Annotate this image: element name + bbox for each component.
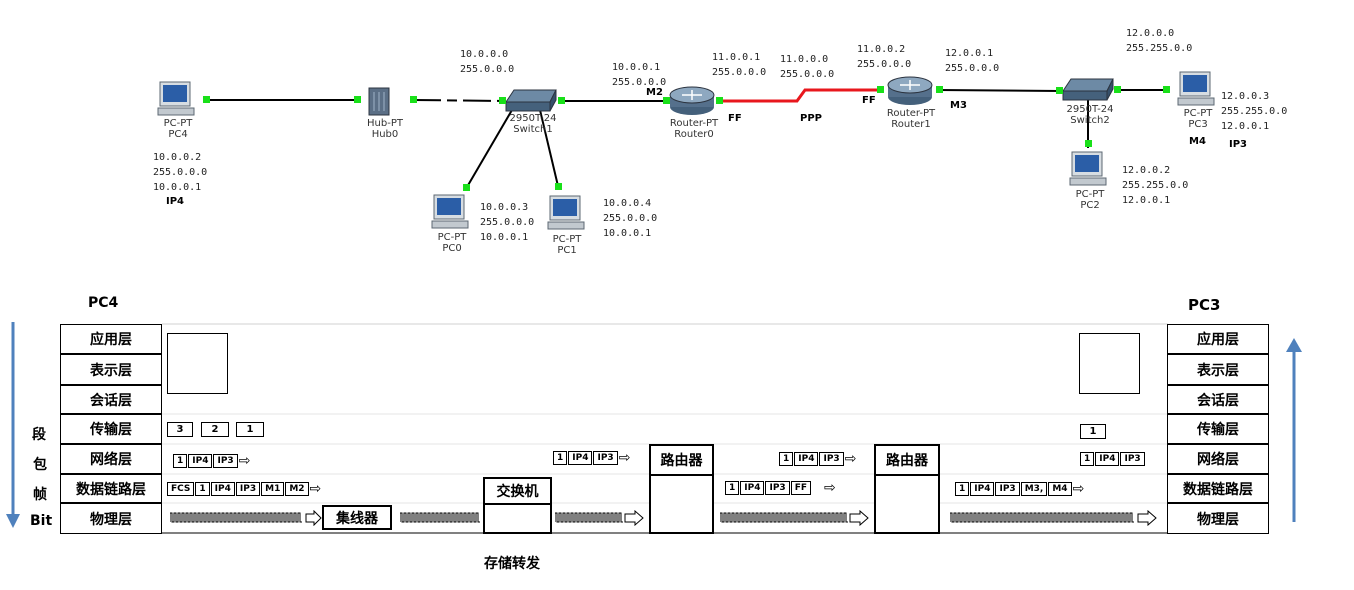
switch2-icon [1062, 78, 1114, 101]
side-segment: 段 [32, 427, 46, 443]
router-box-1-body [649, 474, 714, 534]
left-app-data-box [167, 333, 228, 394]
side-packet: 包 [33, 457, 47, 473]
right-layer-application: 应用层 [1167, 324, 1269, 354]
net12-address: 12.0.0.0 255.255.0.0 [1126, 28, 1193, 54]
router-box-1-header: 路由器 [649, 444, 714, 476]
bitstream-ppp [720, 510, 869, 526]
switch-box-body [483, 503, 552, 534]
link-switch1-pc1 [539, 109, 559, 187]
bitstream-pc4-hub [170, 510, 322, 526]
left-layer-datalink: 数据链路层 [60, 474, 162, 503]
left-layer-application: 应用层 [60, 324, 162, 354]
router0-left-address: 10.0.0.1 255.0.0.0 [612, 62, 667, 88]
switch1-icon [505, 89, 557, 112]
router-box-2-body [874, 474, 940, 534]
segment-right-1: 1 [1080, 424, 1106, 439]
right-host-label: PC3 [1188, 296, 1221, 314]
link-hub0-switch1 [412, 99, 506, 102]
switch-box-header: 交换机 [483, 477, 552, 505]
segment-1: 1 [236, 422, 264, 437]
left-layer-presentation: 表示层 [60, 354, 162, 385]
side-bit: Bit [30, 513, 53, 529]
pc4-address: 10.0.0.2 255.0.0.0 10.0.0.1 [153, 152, 208, 193]
link-serial-ppp [718, 88, 880, 103]
router0-icon [669, 86, 715, 115]
pc3-address: 12.0.0.3 255.255.0.0 12.0.0.1 [1221, 91, 1288, 132]
link-switch1-pc0 [466, 109, 513, 188]
tag-m3: M3 [950, 100, 967, 111]
hub-box: 集线器 [322, 505, 392, 530]
left-layer-transport: 传输层 [60, 414, 162, 444]
right-layer-datalink: 数据链路层 [1167, 474, 1269, 503]
right-layer-transport: 传输层 [1167, 414, 1269, 444]
topology-canvas [157, 71, 1215, 230]
router1-right-address: 12.0.0.1 255.0.0.0 [945, 48, 1000, 74]
pc4-icon [157, 81, 195, 116]
pc1-address: 10.0.0.4 255.0.0.0 10.0.0.1 [603, 198, 658, 239]
bitstream-switch-router0 [555, 510, 644, 526]
bitstream-router1-pc3 [950, 510, 1157, 526]
store-and-forward-label: 存储转发 [484, 556, 540, 572]
link-router1-switch2 [937, 89, 1061, 92]
router0-right-address: 11.0.0.1 255.0.0.0 [712, 52, 767, 78]
left-layer-network: 网络层 [60, 444, 162, 474]
pc3-icon [1177, 71, 1215, 106]
pc2-icon [1069, 151, 1107, 186]
net10-address: 10.0.0.0 255.0.0.0 [460, 49, 515, 75]
router1-left-address: 11.0.0.2 255.0.0.0 [857, 44, 912, 70]
tag-ff-router1: FF [862, 95, 876, 106]
segment-2: 2 [201, 422, 229, 437]
net11-address: 11.0.0.0 255.0.0.0 [780, 54, 835, 80]
left-host-label: PC4 [88, 295, 119, 311]
right-layer-physical: 物理层 [1167, 503, 1269, 534]
pc0-icon [431, 194, 469, 229]
left-layer-session: 会话层 [60, 385, 162, 414]
tag-ppp: PPP [800, 113, 822, 124]
tag-ip4: IP4 [166, 196, 185, 207]
tag-ff-router0: FF [728, 113, 742, 124]
port-lights [203, 86, 1170, 191]
side-frame: 帧 [33, 487, 47, 503]
right-layer-network: 网络层 [1167, 444, 1269, 474]
pc2-address: 12.0.0.2 255.255.0.0 12.0.0.1 [1122, 165, 1189, 206]
pc0-address: 10.0.0.3 255.0.0.0 10.0.0.1 [480, 202, 535, 243]
router-box-2-header: 路由器 [874, 444, 940, 476]
left-layer-physical: 物理层 [60, 503, 162, 534]
tag-m2: M2 [646, 87, 663, 98]
right-layer-presentation: 表示层 [1167, 354, 1269, 385]
tag-ip3: IP3 [1229, 139, 1248, 150]
pc1-icon [547, 195, 585, 230]
hub0-icon [368, 87, 390, 116]
right-layer-session: 会话层 [1167, 385, 1269, 414]
router1-icon [887, 76, 933, 105]
bitstream-hub-switch [400, 512, 480, 523]
segment-3: 3 [167, 422, 193, 437]
tag-m4: M4 [1189, 136, 1206, 147]
right-app-data-box [1079, 333, 1140, 394]
